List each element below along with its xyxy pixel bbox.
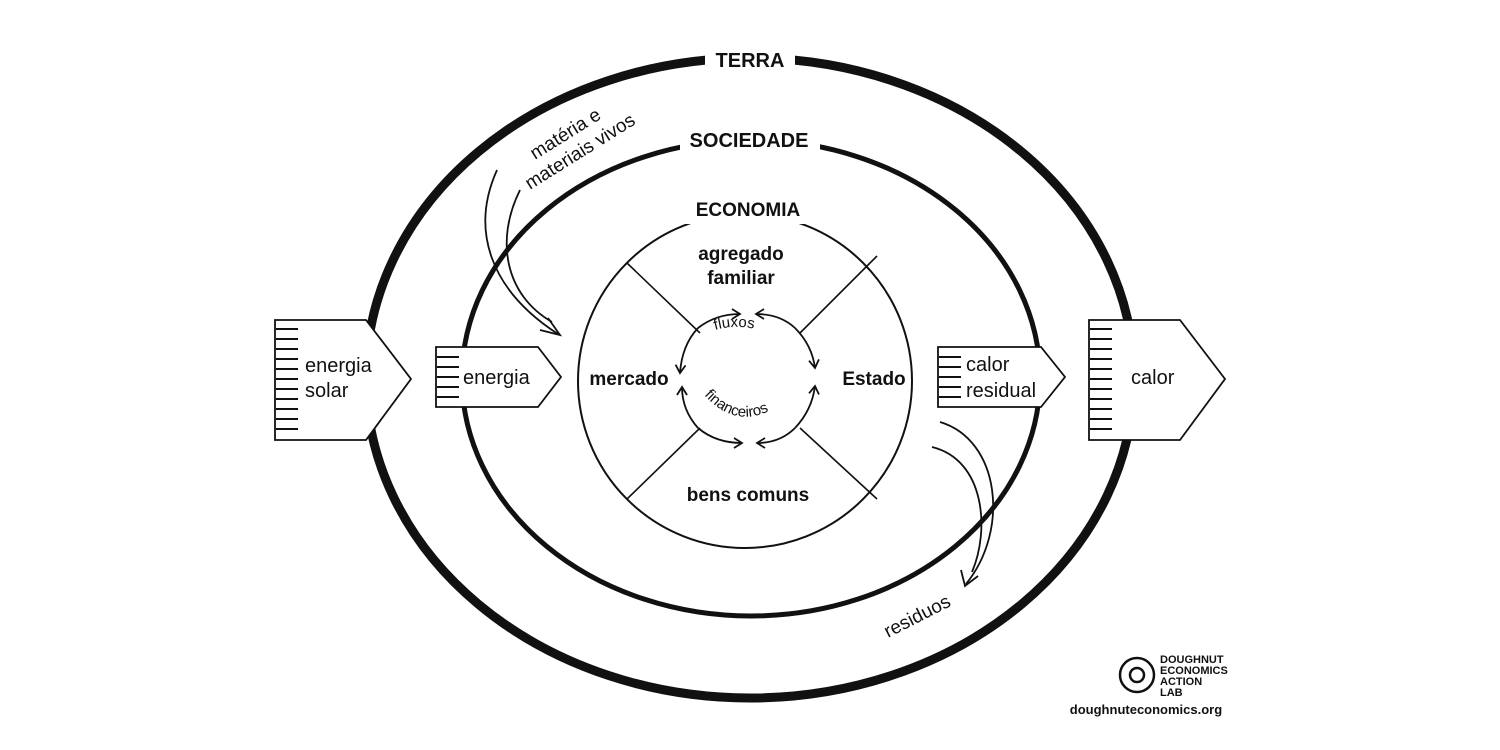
energia-arrow: energia — [435, 346, 563, 408]
svg-text:ECONOMICS: ECONOMICS — [1160, 665, 1228, 677]
economia-label: ECONOMIA — [696, 200, 801, 221]
agregado-label-2: familiar — [707, 268, 775, 289]
sociedade-label: SOCIEDADE — [690, 130, 809, 152]
calor-residual-label-2: residual — [966, 380, 1036, 402]
financial-flow-arrows — [674, 308, 820, 449]
mercado-label: mercado — [589, 369, 668, 390]
energia-solar-label-1: energia — [305, 355, 373, 377]
svg-text:DOUGHNUT: DOUGHNUT — [1160, 654, 1224, 666]
residuos-label: residuos — [881, 591, 955, 642]
calor-label: calor — [1131, 367, 1175, 389]
energia-label: energia — [463, 367, 531, 389]
calor-residual-arrow: calor residual — [937, 346, 1067, 408]
energia-solar-arrow: energia solar — [274, 319, 413, 441]
calor-residual-label-1: calor — [966, 354, 1010, 376]
energia-solar-label-2: solar — [305, 380, 349, 402]
terra-label: TERRA — [716, 50, 785, 72]
estado-label: Estado — [842, 369, 905, 390]
sector-dividers — [626, 255, 878, 500]
agregado-label-1: agregado — [698, 244, 784, 265]
svg-text:ACTION: ACTION — [1160, 676, 1202, 688]
logo-url: doughnuteconomics.org — [1070, 702, 1222, 717]
doughnut-economics-logo: DOUGHNUT ECONOMICS ACTION LAB doughnutec… — [1070, 654, 1228, 717]
calor-arrow: calor — [1088, 319, 1227, 441]
fluxos-label: fluxos — [712, 314, 756, 334]
svg-text:LAB: LAB — [1160, 687, 1183, 699]
doughnut-logo-icon — [1118, 656, 1156, 694]
bens-comuns-label: bens comuns — [687, 485, 809, 506]
materia-inflow-arrow — [484, 169, 563, 337]
residuos-outflow-arrow — [931, 421, 995, 588]
